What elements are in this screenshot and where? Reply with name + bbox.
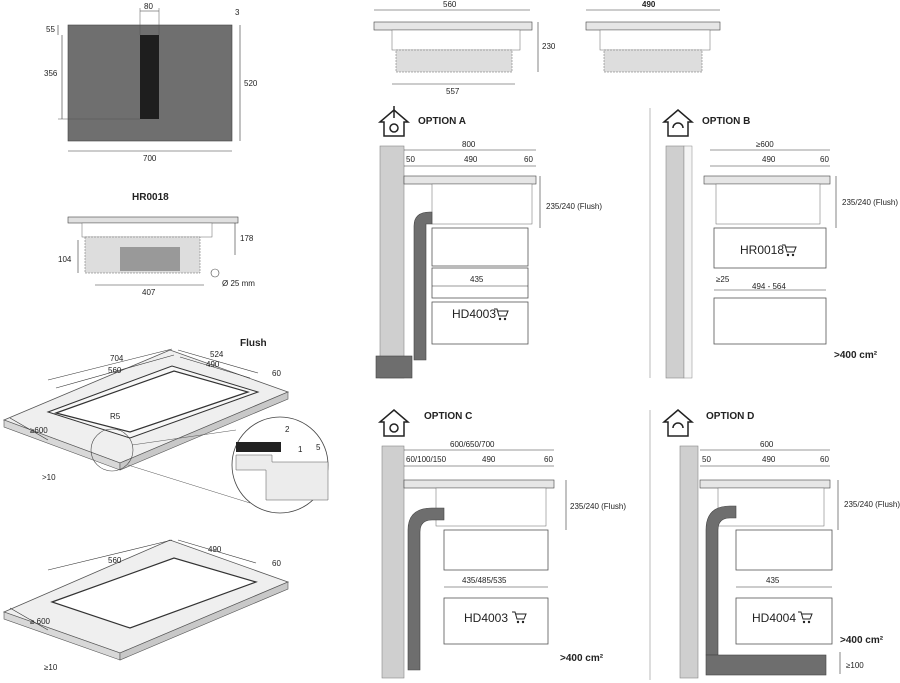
option-c: OPTION C 600/650/700 60/100/150 490 60 2… — [377, 409, 626, 679]
dim-490-c: 490 — [482, 455, 496, 464]
option-c-flush: 235/240 (Flush) — [570, 502, 626, 511]
hob-top-view: 80 3 55 356 520 700 — [44, 2, 258, 163]
dim-490-b: 490 — [208, 545, 222, 554]
dim-104: 104 — [58, 255, 72, 264]
dim-560-side: 560 — [443, 0, 457, 9]
dim-80: 80 — [144, 2, 153, 11]
dim-50: 50 — [406, 155, 415, 164]
standard-cutout: 560 490 60 ≥ 600 ≥10 — [2, 539, 290, 672]
dim-524: 524 — [210, 350, 224, 359]
house-extraction-icon — [377, 106, 411, 137]
option-c-product: HD4003 — [464, 611, 508, 625]
option-d-flush: 235/240 (Flush) — [844, 500, 900, 509]
option-d-vent: >400 cm² — [840, 635, 884, 646]
detail-dim-5: 5 — [316, 443, 321, 452]
dim-490-side: 490 — [642, 0, 656, 9]
cart-icon — [512, 611, 527, 624]
option-a-title: OPTION A — [418, 116, 466, 127]
detail-dim-1: 1 — [298, 445, 303, 454]
option-d-title: OPTION D — [706, 411, 754, 422]
option-a-product: HD4003 — [452, 307, 496, 321]
dim-55: 55 — [46, 25, 55, 34]
dim-560-b: 560 — [108, 556, 122, 565]
house-recirculation-icon — [661, 409, 695, 437]
dim-520: 520 — [244, 79, 258, 88]
dim-60-opt-b: 60 — [820, 155, 829, 164]
dim-60-c: 60 — [544, 455, 553, 464]
option-c-title: OPTION C — [424, 411, 472, 422]
side-view-front: 560 230 557 — [373, 0, 556, 96]
flush-title: Flush — [240, 338, 267, 349]
dim-178: 178 — [240, 234, 254, 243]
dim-407: 407 — [142, 288, 156, 297]
dim-700: 700 — [143, 154, 157, 163]
option-a-flush: 235/240 (Flush) — [546, 202, 602, 211]
house-recirculation-icon — [661, 109, 695, 137]
hr0018-title: HR0018 — [132, 192, 169, 203]
option-b-vent: >400 cm² — [834, 350, 878, 361]
detail-dim-2: 2 — [285, 425, 290, 434]
dim-560: 560 — [108, 366, 122, 375]
option-d: OPTION D 600 50 490 60 235/240 (Flush) 4… — [661, 409, 900, 679]
hr0018-side-view: HR0018 178 104 407 Ø 25 mm — [58, 192, 255, 297]
option-c-side: 60/100/150 — [406, 455, 447, 464]
option-a: OPTION A 800 50 490 60 235/240 (Flush) 4… — [375, 106, 602, 379]
dim-100-d: ≥100 — [846, 661, 864, 670]
dim-490-a: 490 — [464, 155, 478, 164]
dim-600-d: 600 — [760, 440, 774, 449]
dim-356: 356 — [44, 69, 58, 78]
cart-icon — [494, 308, 509, 321]
dim-800: 800 — [462, 140, 476, 149]
option-b-product: HR0018 — [740, 243, 784, 257]
radius-r5: R5 — [110, 412, 121, 421]
range-494-564: 494 - 564 — [752, 282, 786, 291]
cart-icon — [798, 611, 813, 624]
dim-230: 230 — [542, 42, 556, 51]
dim-60-a: 60 — [524, 155, 533, 164]
dim-490: 490 — [206, 360, 220, 369]
option-b: OPTION B ≥600 490 60 235/240 (Flush) HR0… — [661, 109, 898, 379]
flush-cutout: Flush 704 524 560 490 60 R5 ≥600 >10 2 1… — [2, 338, 329, 514]
dim-25: ≥25 — [716, 275, 730, 284]
dim-490-opt-b: 490 — [762, 155, 776, 164]
side-view-depth: 490 — [585, 0, 721, 73]
dim-600-b: ≥ 600 — [30, 617, 51, 626]
dim-704: 704 — [110, 354, 124, 363]
dim-435-a: 435 — [470, 275, 484, 284]
dim-60: 60 — [272, 369, 281, 378]
dim-60-b: 60 — [272, 559, 281, 568]
dim-50-d: 50 — [702, 455, 711, 464]
dim-600: ≥600 — [30, 426, 48, 435]
dim-3: 3 — [235, 8, 240, 17]
dim-60-d: 60 — [820, 455, 829, 464]
option-b-flush: 235/240 (Flush) — [842, 198, 898, 207]
dim-490-d: 490 — [762, 455, 776, 464]
cart-icon — [782, 244, 797, 257]
house-extraction-icon — [377, 409, 411, 437]
pipe-diameter: Ø 25 mm — [222, 279, 255, 288]
dim-600-b: ≥600 — [756, 140, 774, 149]
dim-10: >10 — [42, 473, 56, 482]
option-c-vent: >400 cm² — [560, 653, 604, 664]
dim-10-b: ≥10 — [44, 663, 58, 672]
dim-557: 557 — [446, 87, 460, 96]
dim-435-d: 435 — [766, 576, 780, 585]
option-c-width: 600/650/700 — [450, 440, 495, 449]
option-d-product: HD4004 — [752, 611, 796, 625]
option-b-title: OPTION B — [702, 116, 750, 127]
option-c-depth: 435/485/535 — [462, 576, 507, 585]
